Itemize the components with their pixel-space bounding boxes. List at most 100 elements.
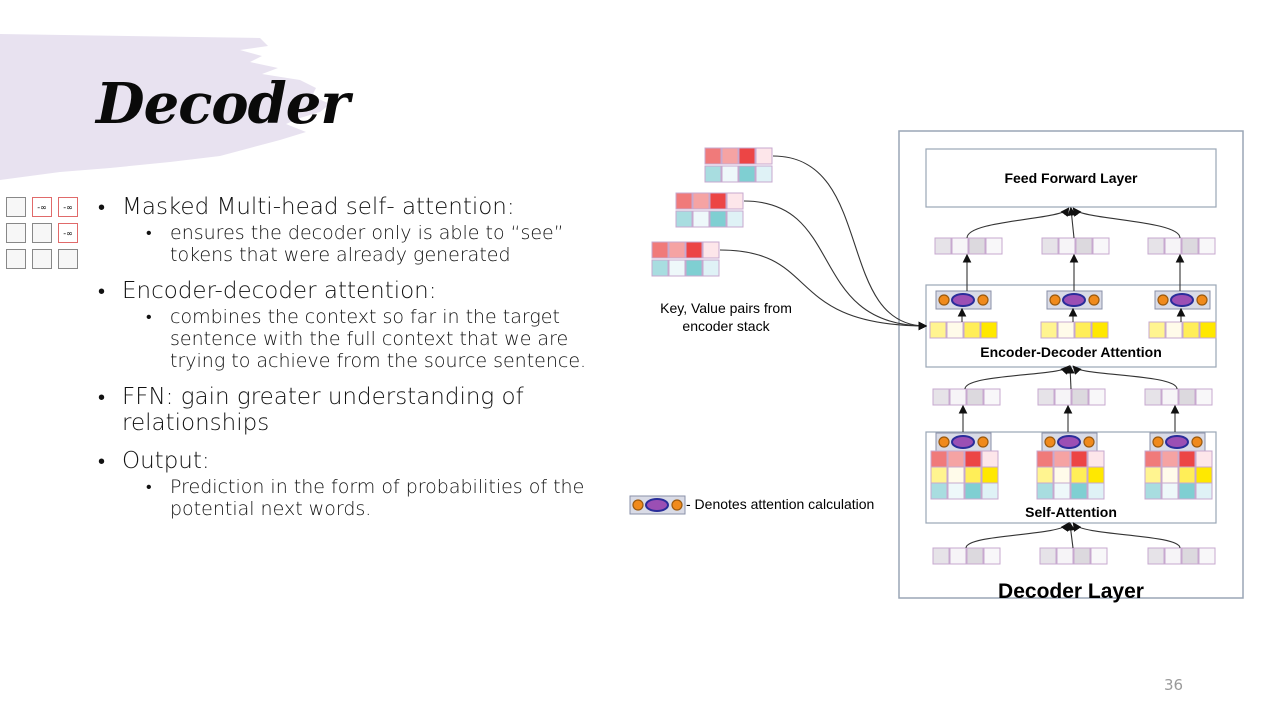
mask-cell-neg-inf: -∞ [58,197,78,217]
self-attn-value-cell [1087,482,1105,500]
mask-row: -∞ [6,223,78,243]
decoder-input-cell [1039,547,1057,565]
enc-dec-input-line [1072,365,1178,390]
attention-ellipse-icon [1057,435,1081,449]
value-vector-cell [721,165,739,183]
bullet-masked-self-attention: Masked Multi-head self- attention: [98,194,608,220]
sub-bullet: Prediction in the form of probabilities … [98,476,608,520]
enc-dec-output-cell [1041,237,1059,255]
enc-dec-query-cell [963,321,981,339]
enc-dec-query-cell [980,321,998,339]
enc-dec-output-cell [1164,237,1182,255]
mask-cell [58,249,78,269]
attention-dot-icon [1044,436,1056,448]
attention-dot-icon [671,499,683,511]
kv-pairs-label: Key, Value pairs from [660,300,792,316]
enc-dec-query-cell [1148,321,1166,339]
value-vector-cell [692,210,710,228]
self-attn-key-cell [1070,450,1088,468]
self-attn-query-cell [1087,466,1105,484]
key-vector-cell [738,147,756,165]
attention-ellipse-icon [951,293,975,307]
self-attn-output-cell [1144,388,1162,406]
ffn-input-line [966,207,1070,239]
self-attn-query-cell [964,466,982,484]
mask-cell [6,249,26,269]
attention-dot-icon [1152,436,1164,448]
enc-dec-output-cell [934,237,952,255]
input-connection-line [1066,521,1076,549]
decoder-input-cell [966,547,984,565]
attention-ellipse-icon [1170,293,1194,307]
self-attn-output-cell [1071,388,1089,406]
self-attn-value-cell [1161,482,1179,500]
bullet-output: Output: [98,448,608,474]
self-attn-output-cell [1178,388,1196,406]
self-attn-query-cell [1161,466,1179,484]
key-vector-cell [675,192,693,210]
self-attn-query-cell [1144,466,1162,484]
mask-cell-neg-inf: -∞ [58,223,78,243]
enc-dec-output-cell [1181,237,1199,255]
ffn-input-line [1072,207,1181,239]
self-attn-value-cell [1070,482,1088,500]
attention-dot-icon [1196,294,1208,306]
self-attn-value-cell [1036,482,1054,500]
value-vector-cell [675,210,693,228]
mask-cell [6,197,26,217]
decoder-input-cell [1164,547,1182,565]
self-attn-output-cell [1037,388,1055,406]
enc-dec-query-cell [929,321,947,339]
kv-connection-line [719,249,928,331]
self-attn-query-cell [1053,466,1071,484]
enc-dec-query-cell [1057,321,1075,339]
decoder-input-cell [983,547,1001,565]
self-attn-key-cell [1161,450,1179,468]
enc-dec-output-cell [968,237,986,255]
brush-stroke-background [0,34,330,180]
decoder-input-cell [1056,547,1074,565]
value-vector-cell [709,210,727,228]
decoder-layer-label: Decoder Layer [998,580,1144,603]
self-attn-key-cell [1087,450,1105,468]
key-vector-cell [704,147,722,165]
self-attn-query-cell [981,466,999,484]
sub-bullet: combines the context so far in the targe… [98,306,608,372]
attention-ellipse-icon [1062,293,1086,307]
self-attn-query-cell [947,466,965,484]
self-attn-query-cell [1195,466,1213,484]
self-attn-value-cell [981,482,999,500]
ffn-input-line [1067,206,1077,239]
decoder-input-cell [1181,547,1199,565]
attention-dot-icon [632,499,644,511]
attention-ellipse-icon [951,435,975,449]
self-attn-key-cell [947,450,965,468]
self-attn-value-cell [1178,482,1196,500]
encoder-decoder-attention-label: Encoder-Decoder Attention [980,344,1162,360]
feed-forward-layer-label: Feed Forward Layer [1004,170,1138,186]
mask-cell [6,223,26,243]
self-attn-query-cell [1036,466,1054,484]
enc-dec-query-cell [1091,321,1109,339]
enc-dec-query-cell [946,321,964,339]
enc-dec-output-cell [1147,237,1165,255]
key-vector-cell [702,241,720,259]
attention-ellipse-icon [1165,435,1189,449]
self-attn-query-cell [1178,466,1196,484]
self-attn-query-cell [930,466,948,484]
attention-dot-icon [977,294,989,306]
value-vector-cell [704,165,722,183]
key-vector-cell [692,192,710,210]
enc-dec-output-cell [951,237,969,255]
kv-pairs-label-line2: encoder stack [682,318,770,334]
kv-connection-line [772,155,928,331]
self-attn-output-cell [1161,388,1179,406]
enc-dec-output-cell [985,237,1003,255]
value-vector-cell [738,165,756,183]
self-attn-value-cell [1144,482,1162,500]
self-attn-value-cell [1053,482,1071,500]
self-attn-key-cell [981,450,999,468]
kv-connection-line [743,200,928,331]
enc-dec-input-line [1065,364,1075,390]
self-attn-value-cell [947,482,965,500]
